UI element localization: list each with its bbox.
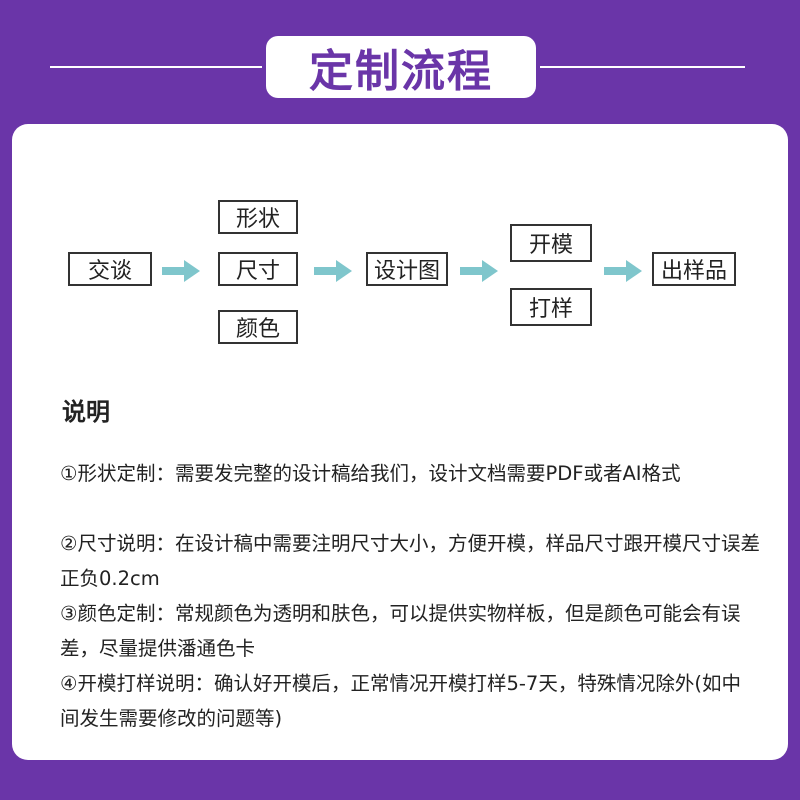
notes-heading: 说明 — [62, 398, 110, 426]
note-item-size: ②尺寸说明：在设计稿中需要注明尺寸大小，方便开模，样品尺寸跟开模尺寸误差正负0.… — [60, 532, 760, 590]
note-item-color: ③颜色定制：常规颜色为透明和肤色，可以提供实物样板，但是颜色可能会有误差，尽量提… — [60, 602, 741, 660]
note-item-mold: ④开模打样说明：确认好开模后，正常情况开模打样5-7天，特殊情况除外(如中间发生… — [60, 672, 741, 730]
flow-node-sample: 出样品 — [652, 252, 736, 286]
flow-arrow-2 — [314, 260, 352, 282]
flow-node-mold: 开模 — [510, 224, 592, 262]
flow-node-talk: 交谈 — [68, 252, 152, 286]
page-title: 定制流程 — [309, 46, 493, 97]
content-card: 交谈 形状 尺寸 颜色 设计图 开模 打样 出样品 说明 ①形状定制：需要发完整… — [12, 124, 788, 760]
title-badge: 定制流程 — [266, 36, 536, 98]
flow-node-size: 尺寸 — [218, 252, 298, 286]
note-item-shape: ①形状定制：需要发完整的设计稿给我们，设计文档需要PDF或者AI格式 — [60, 462, 681, 485]
flow-node-proof: 打样 — [510, 288, 592, 326]
flow-arrow-3 — [460, 260, 498, 282]
flow-arrow-4 — [604, 260, 642, 282]
flow-node-color: 颜色 — [218, 310, 298, 344]
title-divider-left — [50, 66, 262, 68]
flow-node-shape: 形状 — [218, 200, 298, 234]
flow-node-design: 设计图 — [366, 252, 448, 286]
title-divider-right — [540, 66, 745, 68]
flow-arrow-1 — [162, 260, 200, 282]
